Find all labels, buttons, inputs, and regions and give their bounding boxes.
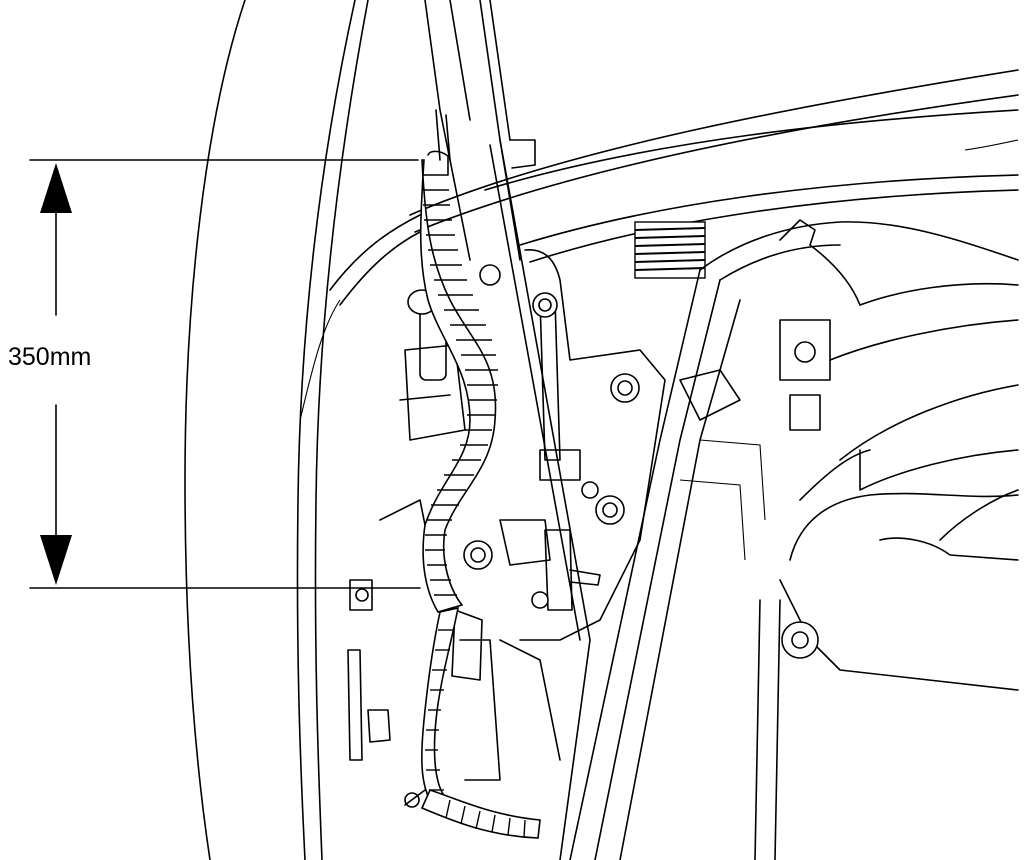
dimension-arrow-up: [40, 163, 72, 213]
bottom-harness-ribs: [445, 799, 526, 838]
wiring-harness: [404, 109, 541, 839]
body-roof-panels: [329, 69, 1019, 306]
dimension-label: 350mm: [6, 342, 94, 372]
lower-door-hardware: [347, 579, 561, 781]
hinge-bracket: [499, 249, 666, 641]
door-panel-outline: [184, 0, 369, 860]
hinge-pillar: [424, 0, 591, 860]
roof-vent-grille: [634, 221, 706, 279]
bracket-bolts: [463, 264, 640, 609]
dimension-arrow-down: [40, 535, 72, 585]
door-frame: [569, 219, 1019, 860]
dimension-callout: [29, 159, 421, 589]
quarter-panel: [679, 282, 1019, 860]
quarter-panel-fasteners: [679, 319, 831, 659]
harness-ribs: [422, 174, 498, 596]
